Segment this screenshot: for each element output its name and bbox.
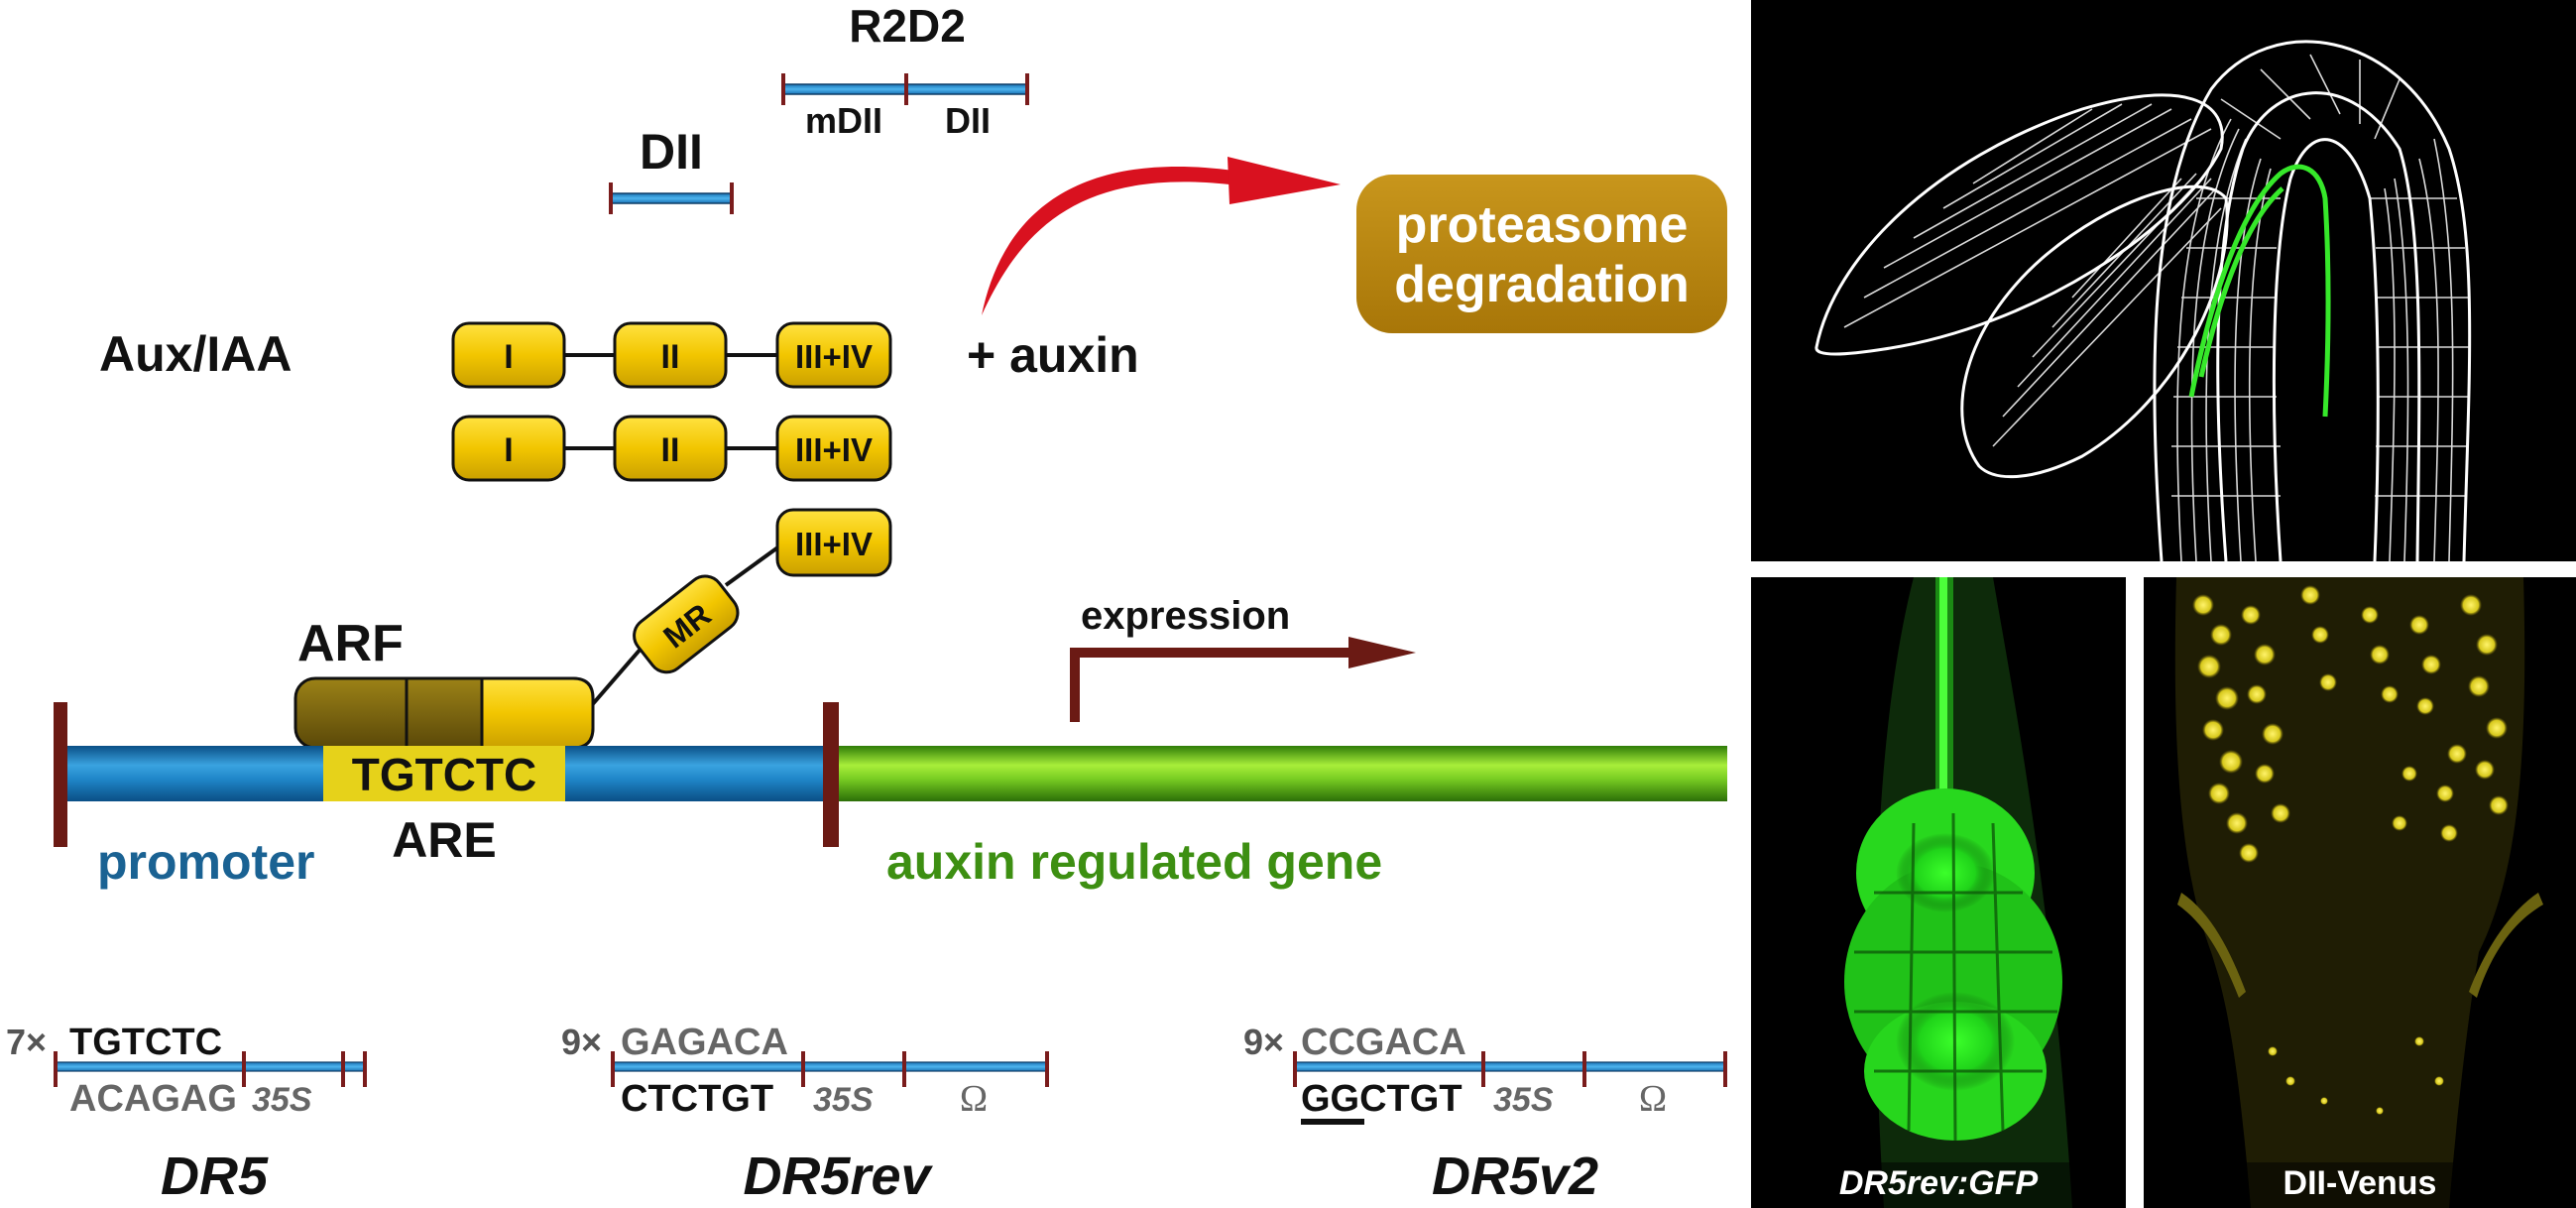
promoter-label: promoter (97, 834, 314, 890)
expression-label: expression (1081, 594, 1290, 638)
root-outline-panel (1751, 0, 2576, 562)
auxiaa-protein-2: I II III+IV (451, 415, 892, 482)
proteasome-degradation-box: proteasome degradation (1356, 175, 1727, 333)
dr5-multiplier: 7× (6, 1022, 47, 1062)
dr5rev-omega: Ω (960, 1078, 988, 1120)
domain-iii-iv (775, 508, 892, 577)
dr5-name: DR5 (161, 1147, 269, 1206)
degradation-line-1: proteasome (1396, 196, 1689, 254)
domain-iii-iv (775, 415, 892, 482)
dr5rev-top-seq: GAGACA (621, 1022, 788, 1063)
dr5rev-gfp-micrograph: DR5rev:GFP (1751, 577, 2126, 1208)
arf-label: ARF (297, 615, 404, 672)
domain-i (451, 321, 566, 389)
r2d2-mdii-label: mDII (805, 100, 882, 141)
domain-iii-iv-label: III+IV (795, 431, 873, 468)
auxiaa-protein-1: I II III+IV (451, 321, 892, 389)
domain-ii-label: II (661, 338, 680, 376)
dr5v2-gg-underline (1301, 1119, 1364, 1125)
dr5v2-omega: Ω (1639, 1078, 1667, 1120)
construct-dr5v2: 9× CCGACA GGCTGT 35S Ω DR5v2 (1243, 1022, 1727, 1206)
construct-dr5: 7× TGTCTC ACAGAG 35S DR5 (6, 1022, 367, 1206)
dii-title: DII (640, 124, 703, 180)
gene-bar (837, 746, 1727, 801)
dr5v2-top-seq: CCGACA (1301, 1022, 1466, 1063)
dr5v2-35s: 35S (1493, 1081, 1554, 1119)
are-label: ARE (392, 812, 497, 868)
dr5-top-seq: TGTCTC (69, 1022, 222, 1063)
domain-iii-iv (775, 321, 892, 389)
dr5rev-35s: 35S (813, 1081, 874, 1119)
domain-ii (613, 321, 728, 389)
mr-domain (633, 574, 740, 674)
gene-label: auxin regulated gene (886, 834, 1382, 890)
r2d2-dii-label: DII (945, 100, 991, 141)
dr5v2-name: DR5v2 (1432, 1147, 1598, 1206)
promoter-gene-bar: TGTCTC ARE promoter auxin regulated gene (54, 702, 1727, 890)
domain-iii-iv-label: III+IV (795, 526, 873, 562)
dr5rev-bottom-seq: CTCTGT (621, 1078, 773, 1120)
dr5v2-bottom-seq: GGCTGT (1301, 1078, 1463, 1120)
domain-ii-label: II (661, 431, 680, 469)
expression-arrow: expression (1070, 594, 1416, 722)
venus-nuclei (2192, 585, 2509, 1115)
dr5rev-multiplier: 9× (561, 1022, 602, 1062)
dr5rev-name: DR5rev (743, 1147, 933, 1206)
are-element (323, 746, 565, 801)
arf-complex: III+IV MR ARF (293, 508, 892, 750)
domain-i-label: I (504, 431, 513, 469)
auxiaa-label: Aux/IAA (99, 326, 292, 382)
domain-ii (613, 415, 728, 482)
r2d2-title: R2D2 (849, 0, 966, 52)
dii-sensor: DII (609, 124, 734, 214)
plus-auxin-label: + auxin (967, 327, 1139, 383)
r2d2-sensor: R2D2 mDII DII (781, 0, 1029, 141)
dr5-35s: 35S (252, 1081, 312, 1119)
dr5-bottom-seq: ACAGAG (69, 1078, 237, 1120)
dii-venus-micrograph: DII-Venus (2144, 577, 2576, 1208)
domain-i (451, 415, 566, 482)
domain-i-label: I (504, 338, 513, 376)
domain-iii-iv-label: III+IV (795, 338, 873, 375)
are-sequence: TGTCTC (352, 749, 537, 800)
construct-dr5rev: 9× GAGACA CTCTGT 35S Ω DR5rev (561, 1022, 1049, 1206)
degradation-arrow (982, 157, 1341, 315)
degradation-line-2: degradation (1394, 256, 1690, 313)
dii-venus-caption: DII-Venus (2283, 1164, 2437, 1202)
dr5v2-multiplier: 9× (1243, 1022, 1284, 1062)
dr5rev-gfp-caption: DR5rev:GFP (1839, 1164, 2039, 1202)
